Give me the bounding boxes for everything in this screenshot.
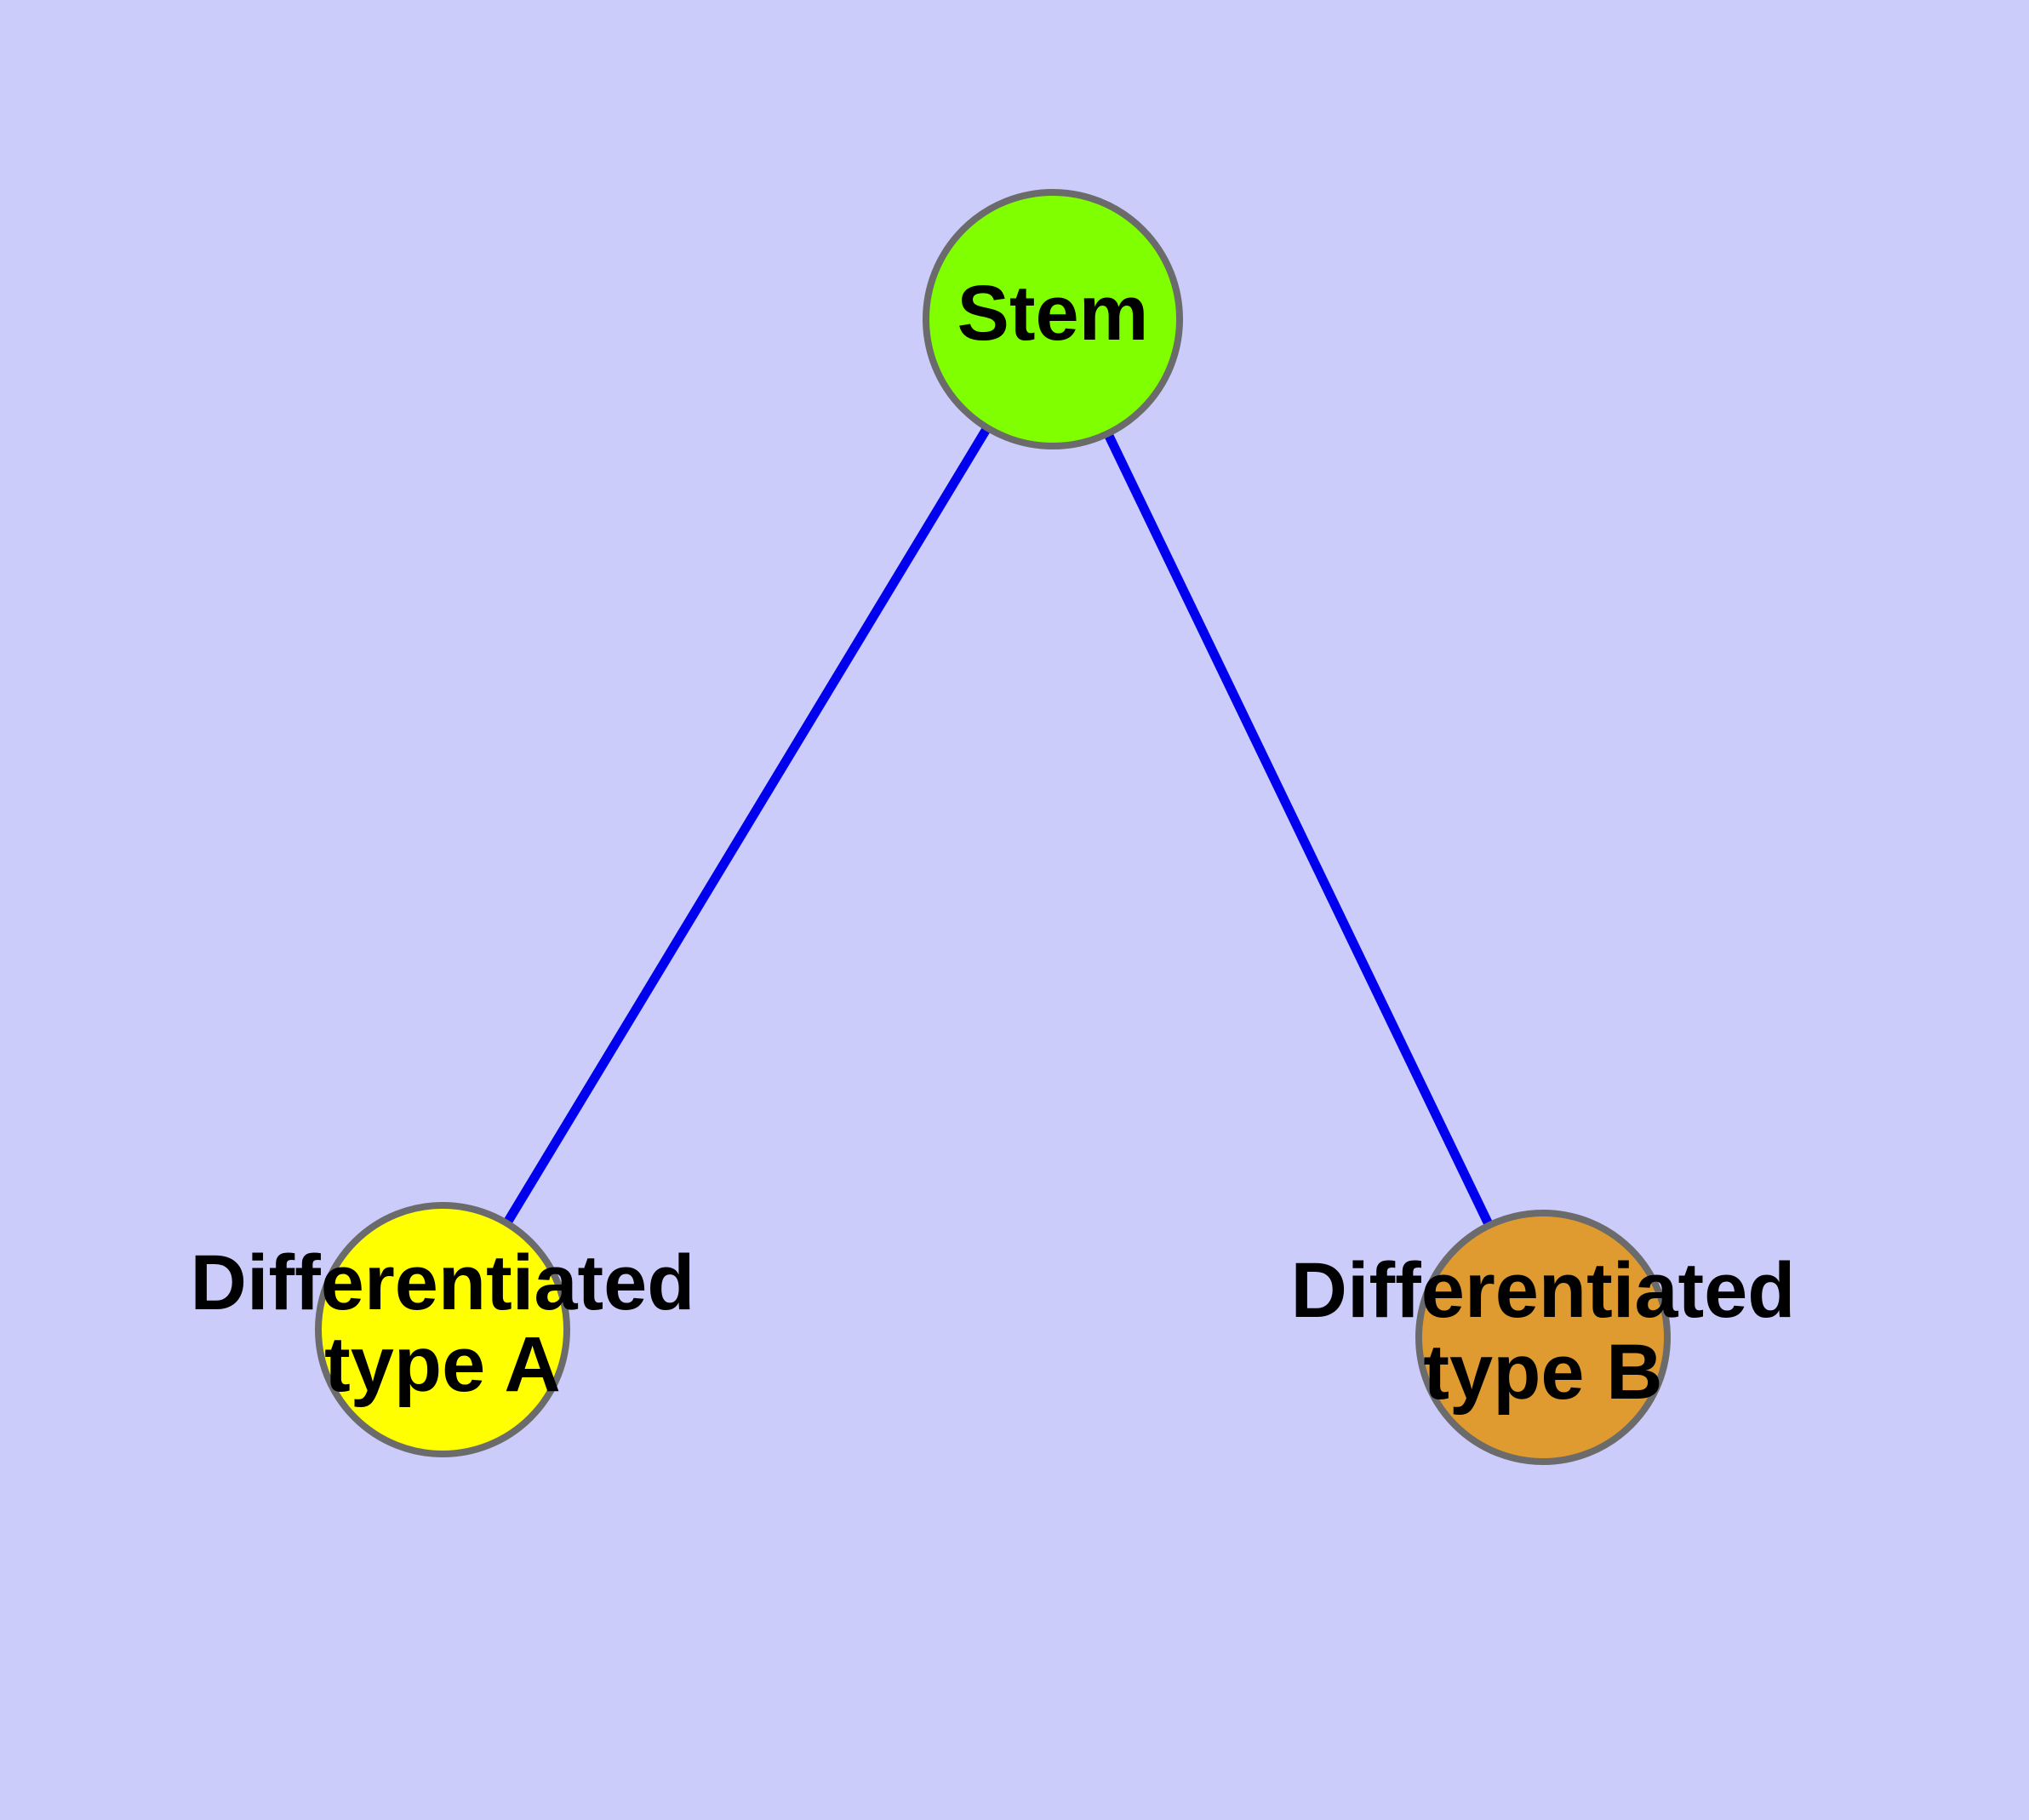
label-line: Differentiated bbox=[1291, 1247, 1796, 1334]
edge-layer bbox=[500, 422, 1495, 1231]
label-line: Differentiated bbox=[191, 1239, 695, 1326]
node-layer bbox=[315, 189, 1671, 1465]
label-line: type A bbox=[324, 1321, 561, 1408]
graph-node-diff-b[interactable] bbox=[1415, 1210, 1671, 1465]
label-line: type B bbox=[1423, 1329, 1662, 1416]
graph-edge-stem-to-diff-a[interactable] bbox=[500, 422, 993, 1229]
graph-edge-stem-to-diff-b[interactable] bbox=[1101, 428, 1495, 1231]
graph-node-label-stem: Stem bbox=[957, 270, 1149, 357]
label-line: Stem bbox=[957, 270, 1149, 357]
graph-node-stem[interactable] bbox=[923, 189, 1183, 449]
graph-node-diff-a[interactable] bbox=[315, 1202, 570, 1457]
